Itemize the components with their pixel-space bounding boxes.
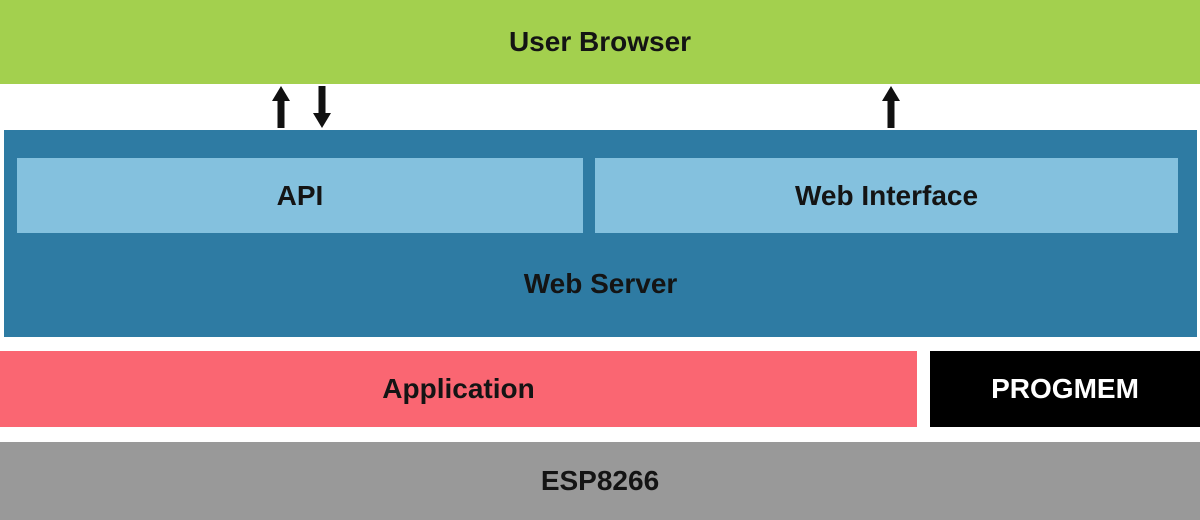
application-block: Application bbox=[0, 351, 917, 427]
esp8266-block: ESP8266 bbox=[0, 442, 1200, 520]
up-arrow-icon bbox=[272, 86, 290, 128]
user-browser-block: User Browser bbox=[0, 0, 1200, 84]
web-server-label: Web Server bbox=[523, 268, 678, 299]
api-label: API bbox=[276, 179, 324, 211]
web-server-block: API Web Interface Web Server bbox=[4, 130, 1197, 337]
application-label: Application bbox=[382, 373, 535, 404]
user-browser-label: User Browser bbox=[508, 26, 692, 57]
progmem-label: PROGMEM bbox=[991, 373, 1139, 404]
esp8266-label: ESP8266 bbox=[540, 465, 660, 496]
web-server-label-row: Web Server bbox=[4, 268, 1197, 299]
up-arrow-icon bbox=[882, 86, 900, 128]
progmem-block: PROGMEM bbox=[930, 351, 1200, 427]
web-interface-label: Web Interface bbox=[794, 179, 979, 211]
down-arrow-icon bbox=[313, 86, 331, 128]
web-interface-block: Web Interface bbox=[595, 158, 1178, 233]
api-block: API bbox=[17, 158, 583, 233]
